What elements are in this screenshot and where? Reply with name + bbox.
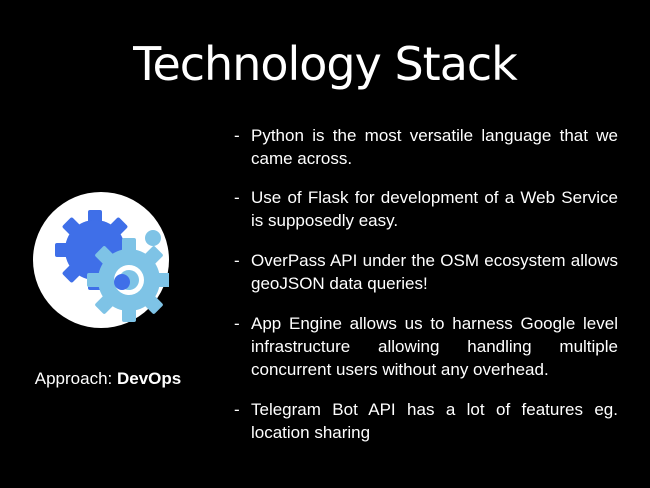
- bullet-text: Use of Flask for development of a Web Se…: [251, 188, 618, 230]
- bullet-item: - Python is the most versatile language …: [234, 124, 618, 186]
- bullet-list: - Python is the most versatile language …: [234, 124, 618, 444]
- gears-icon: [33, 192, 171, 328]
- caption-emphasis: DevOps: [116, 369, 182, 388]
- bullet-marker: -: [234, 314, 240, 333]
- bullet-text: App Engine allows us to harness Google l…: [251, 314, 618, 379]
- approach-caption: Approach: DevOps: [0, 369, 216, 389]
- bullet-item: - Telegram Bot API has a lot of features…: [234, 398, 618, 444]
- slide-title: Technology Stack: [133, 37, 518, 91]
- bullet-item: - OverPass API under the OSM ecosystem a…: [234, 249, 618, 312]
- bullet-marker: -: [234, 188, 240, 207]
- bullet-text: Telegram Bot API has a lot of features e…: [251, 400, 618, 442]
- bullet-item: - Use of Flask for development of a Web …: [234, 186, 618, 249]
- caption-prefix: Approach:: [34, 369, 117, 388]
- bullet-marker: -: [234, 126, 240, 145]
- bullet-text: OverPass API under the OSM ecosystem all…: [251, 251, 618, 293]
- bullet-item: - App Engine allows us to harness Google…: [234, 312, 618, 398]
- devops-logo: [33, 192, 171, 328]
- bullet-marker: -: [234, 251, 240, 270]
- bullet-marker: -: [234, 400, 240, 419]
- bullet-text: Python is the most versatile language th…: [251, 126, 618, 168]
